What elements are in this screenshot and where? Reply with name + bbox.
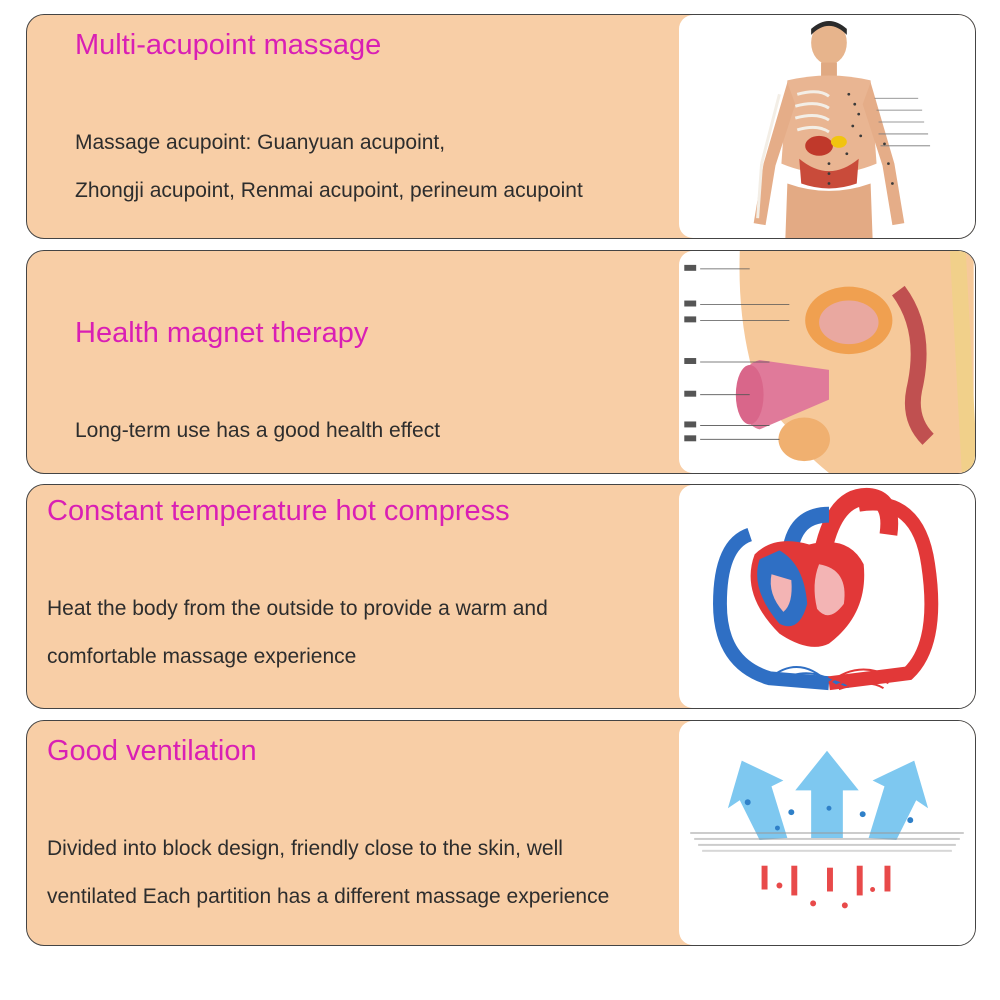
feature-title: Health magnet therapy [75,317,369,349]
feature-title: Good ventilation [47,735,257,767]
feature-card-ventilation: Good ventilation Divided into block desi… [26,720,976,946]
feature-description-line: Long-term use has a good health effect [75,419,441,442]
feature-card-magnet-therapy: Health magnet therapy Long-term use has … [26,250,976,474]
feature-description-line: Massage acupoint: Guanyuan acupoint, [75,131,446,154]
feature-description-line: ventilated Each partition has a differen… [47,885,610,908]
heart-circulation-icon [679,485,975,708]
human-acupoint-chart-icon [679,15,975,238]
feature-description-line: Heat the body from the outside to provid… [47,597,548,620]
ventilation-arrows-icon [679,721,975,945]
feature-description-line: Zhongji acupoint, Renmai acupoint, perin… [75,179,583,202]
feature-description-line: comfortable massage experience [47,645,357,668]
feature-title: Multi-acupoint massage [75,29,382,61]
feature-card-hot-compress: Constant temperature hot compress Heat t… [26,484,976,709]
feature-title: Constant temperature hot compress [47,495,510,527]
feature-description-line: Divided into block design, friendly clos… [47,837,563,860]
feature-card-multi-acupoint: Multi-acupoint massage Massage acupoint:… [26,14,976,239]
pelvic-anatomy-icon [679,251,975,473]
